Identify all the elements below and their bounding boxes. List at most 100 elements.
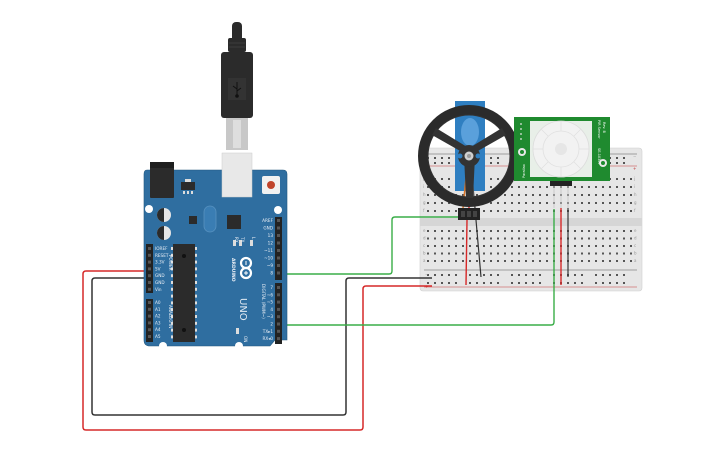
rail-hole[interactable] (511, 282, 513, 284)
header-pin[interactable] (277, 241, 280, 245)
terminal-hole[interactable] (623, 210, 625, 212)
wire-servo-power[interactable] (465, 219, 468, 286)
terminal-hole[interactable] (497, 202, 499, 204)
terminal-hole[interactable] (434, 202, 436, 204)
header-pin[interactable] (148, 267, 151, 271)
terminal-hole[interactable] (588, 186, 590, 188)
header-pin[interactable] (277, 300, 280, 304)
terminal-hole[interactable] (427, 202, 429, 204)
terminal-hole[interactable] (623, 230, 625, 232)
terminal-hole[interactable] (630, 210, 632, 212)
terminal-hole[interactable] (504, 245, 506, 247)
rail-hole[interactable] (448, 162, 450, 164)
terminal-hole[interactable] (581, 245, 583, 247)
terminal-hole[interactable] (588, 194, 590, 196)
terminal-hole[interactable] (504, 210, 506, 212)
header-pin[interactable] (277, 307, 280, 311)
terminal-hole[interactable] (539, 194, 541, 196)
terminal-hole[interactable] (490, 202, 492, 204)
header-pin[interactable] (148, 260, 151, 264)
terminal-hole[interactable] (630, 202, 632, 204)
rail-hole[interactable] (525, 282, 527, 284)
terminal-hole[interactable] (497, 245, 499, 247)
terminal-hole[interactable] (623, 260, 625, 262)
terminal-hole[interactable] (441, 178, 443, 180)
terminal-hole[interactable] (616, 202, 618, 204)
terminal-hole[interactable] (623, 237, 625, 240)
terminal-hole[interactable] (448, 202, 450, 204)
header-pin[interactable] (277, 234, 280, 237)
terminal-hole[interactable] (441, 202, 443, 204)
wire-pin9-green[interactable] (280, 216, 462, 275)
terminal-hole[interactable] (581, 237, 583, 240)
terminal-hole[interactable] (609, 245, 611, 247)
rail-hole[interactable] (532, 274, 534, 276)
terminal-hole[interactable] (511, 230, 513, 232)
terminal-hole[interactable] (455, 260, 457, 262)
terminal-hole[interactable] (441, 210, 443, 212)
terminal-hole[interactable] (490, 237, 492, 240)
terminal-hole[interactable] (511, 202, 513, 204)
terminal-hole[interactable] (455, 252, 457, 255)
terminal-hole[interactable] (609, 210, 611, 212)
terminal-hole[interactable] (616, 186, 618, 188)
wire-5v-red[interactable] (82, 270, 432, 431)
terminal-hole[interactable] (525, 210, 527, 212)
terminal-hole[interactable] (427, 237, 429, 240)
terminal-hole[interactable] (518, 237, 520, 240)
terminal-hole[interactable] (546, 245, 548, 247)
terminal-hole[interactable] (595, 230, 597, 232)
terminal-hole[interactable] (532, 186, 534, 188)
terminal-hole[interactable] (490, 252, 492, 255)
header-pin[interactable] (277, 249, 280, 252)
terminal-hole[interactable] (497, 230, 499, 232)
terminal-hole[interactable] (595, 237, 597, 240)
terminal-hole[interactable] (623, 245, 625, 247)
terminal-hole[interactable] (441, 237, 443, 240)
header-pin[interactable] (148, 314, 151, 318)
terminal-hole[interactable] (504, 194, 506, 196)
terminal-hole[interactable] (588, 202, 590, 204)
terminal-hole[interactable] (616, 260, 618, 262)
rail-hole[interactable] (518, 274, 520, 276)
terminal-hole[interactable] (434, 245, 436, 247)
terminal-hole[interactable] (609, 230, 611, 232)
terminal-hole[interactable] (462, 260, 464, 262)
terminal-hole[interactable] (574, 260, 576, 262)
rail-hole[interactable] (434, 157, 436, 159)
terminal-hole[interactable] (630, 186, 632, 188)
header-pin[interactable] (277, 271, 280, 275)
terminal-hole[interactable] (595, 210, 597, 212)
rail-hole[interactable] (497, 162, 499, 164)
rail-hole[interactable] (434, 282, 436, 284)
terminal-hole[interactable] (455, 230, 457, 232)
rail-hole[interactable] (434, 162, 436, 164)
terminal-hole[interactable] (609, 186, 611, 188)
rail-hole[interactable] (539, 274, 541, 276)
rail-hole[interactable] (490, 157, 492, 159)
terminal-hole[interactable] (525, 194, 527, 196)
terminal-hole[interactable] (504, 230, 506, 232)
terminal-hole[interactable] (630, 260, 632, 262)
terminal-hole[interactable] (623, 194, 625, 196)
terminal-hole[interactable] (630, 252, 632, 255)
terminal-hole[interactable] (609, 194, 611, 196)
terminal-hole[interactable] (581, 186, 583, 188)
terminal-hole[interactable] (581, 210, 583, 212)
terminal-hole[interactable] (518, 252, 520, 255)
terminal-hole[interactable] (630, 194, 632, 196)
terminal-hole[interactable] (448, 186, 450, 188)
terminal-hole[interactable] (581, 230, 583, 232)
terminal-hole[interactable] (427, 194, 429, 196)
rail-hole[interactable] (518, 282, 520, 284)
rail-hole[interactable] (427, 274, 429, 276)
terminal-hole[interactable] (497, 210, 499, 212)
usb-cable[interactable] (221, 22, 253, 150)
terminal-hole[interactable] (434, 237, 436, 240)
header-pin[interactable] (148, 287, 151, 291)
rail-hole[interactable] (616, 274, 618, 276)
terminal-hole[interactable] (539, 252, 541, 255)
terminal-hole[interactable] (483, 237, 485, 240)
rail-hole[interactable] (448, 274, 450, 276)
terminal-hole[interactable] (476, 252, 478, 255)
